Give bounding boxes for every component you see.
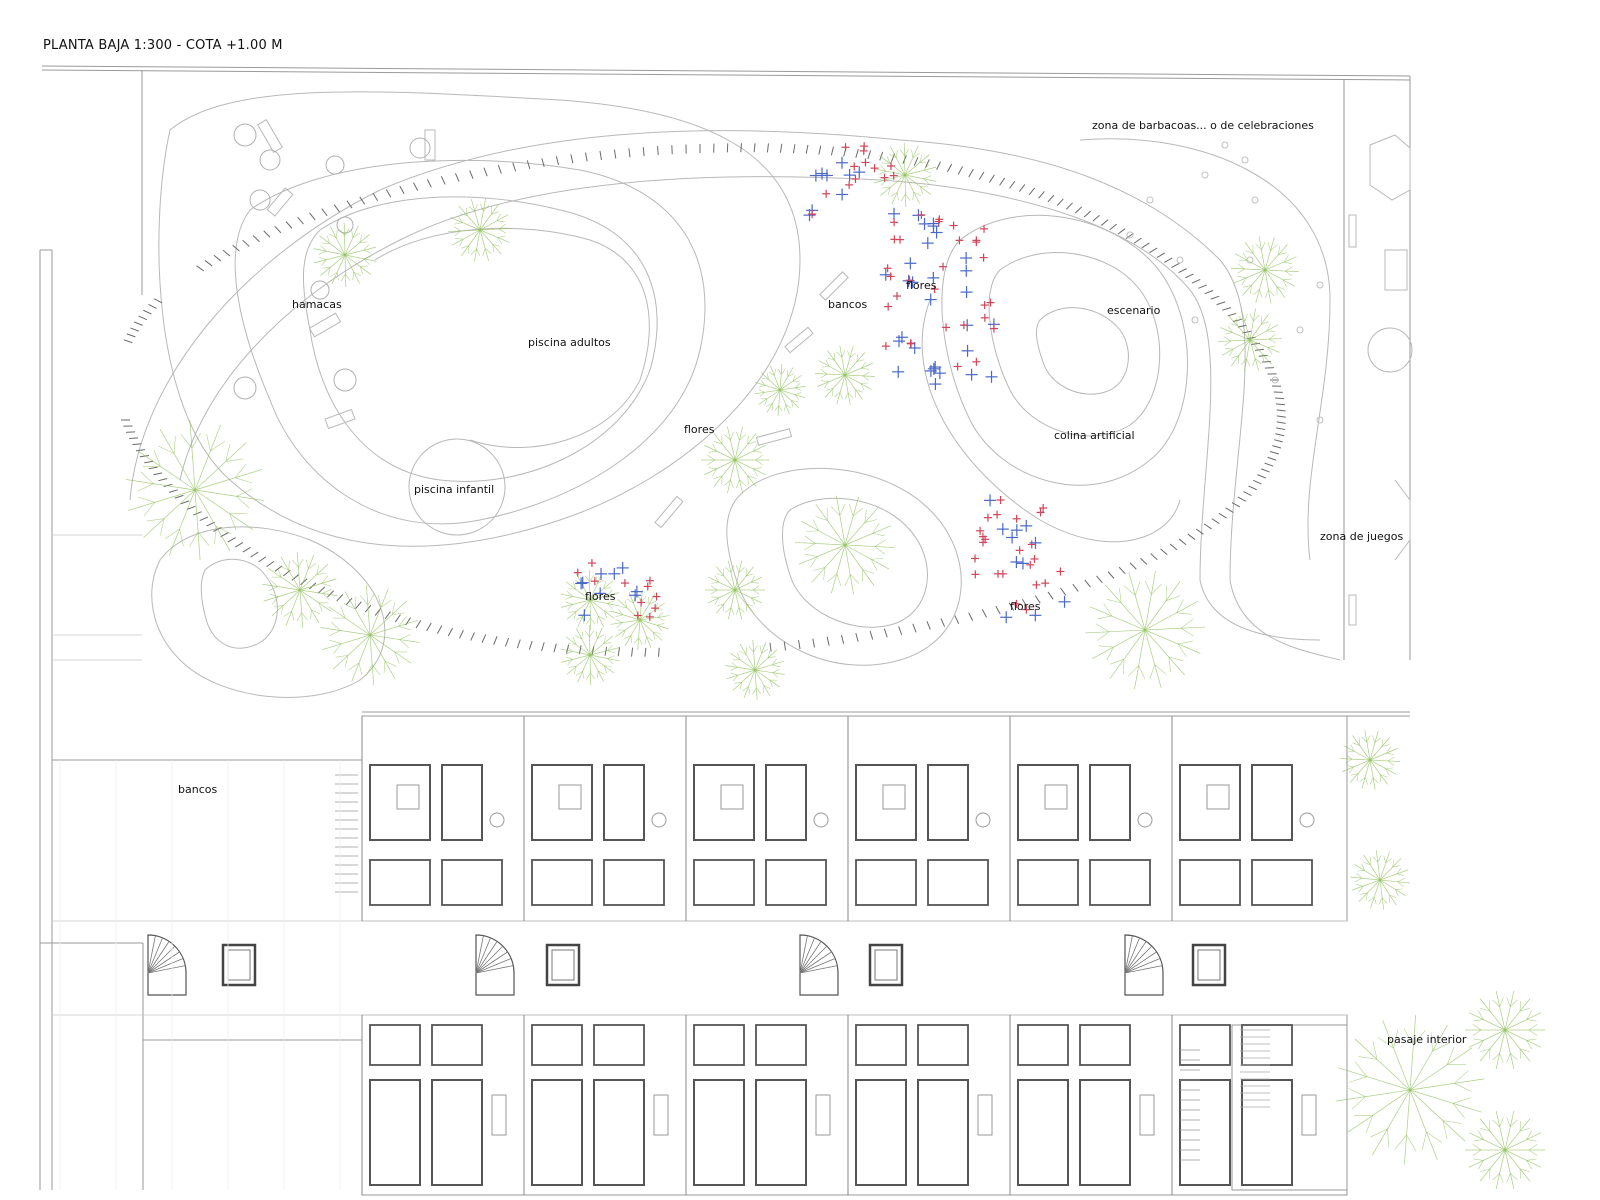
site-boundary <box>39 65 1411 1190</box>
label-bancos-parque: bancos <box>828 298 867 311</box>
play-zone-elements <box>1367 134 1413 561</box>
label-zona-de-juegos: zona de juegos <box>1320 530 1403 543</box>
label-flores-sur: flores <box>585 590 616 603</box>
park-paths <box>129 91 1341 698</box>
trees <box>125 143 1545 1190</box>
label-hamacas: hamacas <box>292 298 342 311</box>
label-piscina-infantil: piscina infantil <box>414 483 494 496</box>
label-bancos-plaza: bancos <box>178 783 217 796</box>
label-flores-este: flores <box>1010 600 1041 613</box>
label-pasaje-interior: pasaje interior <box>1387 1033 1467 1046</box>
zone-labels: zona de barbacoas... o de celebraciones … <box>178 119 1467 1046</box>
label-escenario: escenario <box>1107 304 1161 317</box>
housing-block <box>40 715 1348 1196</box>
label-flores-centro: flores <box>684 423 715 436</box>
flower-beds <box>573 142 1071 624</box>
label-zona-barbacoas: zona de barbacoas... o de celebraciones <box>1092 119 1314 132</box>
hammock-circles <box>233 123 1324 424</box>
park-fence <box>121 143 1286 657</box>
label-flores-norte: flores <box>906 279 937 292</box>
park-benches <box>256 118 1357 626</box>
plan-title: PLANTA BAJA 1:300 - COTA +1.00 M <box>43 38 283 53</box>
label-colina-artificial: colina artificial <box>1054 429 1135 442</box>
label-piscina-adultos: piscina adultos <box>528 336 611 349</box>
